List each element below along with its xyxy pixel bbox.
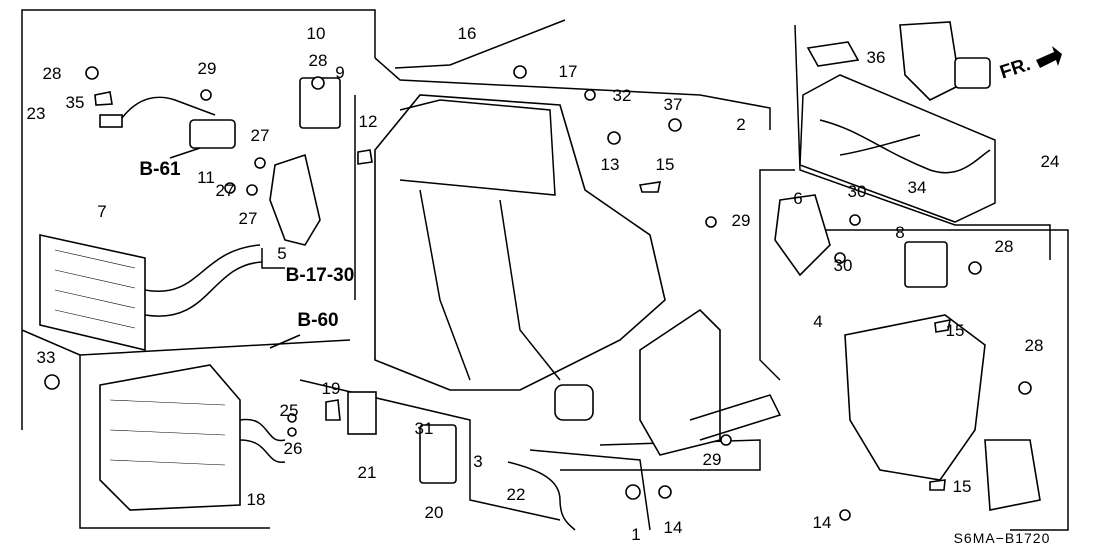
- part-callouts: 16 10 28 29 28 9 17 36 23 35 32 37 12 2 …: [27, 24, 1060, 544]
- callout-35[interactable]: 35: [66, 93, 85, 112]
- part-shapes: [39, 19, 1062, 531]
- diagram-code: S6MA−B1720: [954, 530, 1051, 546]
- callout-36[interactable]: 36: [867, 48, 886, 67]
- callout-30[interactable]: 30: [834, 256, 853, 275]
- callout-10[interactable]: 10: [307, 24, 326, 43]
- callout-21[interactable]: 21: [358, 463, 377, 482]
- callout-37[interactable]: 37: [664, 95, 683, 114]
- callout-27[interactable]: 27: [216, 181, 235, 200]
- callout-15[interactable]: 15: [953, 477, 972, 496]
- callout-29[interactable]: 29: [732, 211, 751, 230]
- ref-b60[interactable]: B-60: [297, 310, 338, 331]
- callout-6[interactable]: 6: [793, 189, 802, 208]
- callout-28[interactable]: 28: [1025, 336, 1044, 355]
- callout-22[interactable]: 22: [507, 485, 526, 504]
- callout-15[interactable]: 15: [656, 155, 675, 174]
- callout-23[interactable]: 23: [27, 104, 46, 123]
- callout-27[interactable]: 27: [251, 126, 270, 145]
- callout-20[interactable]: 20: [425, 503, 444, 522]
- callout-31[interactable]: 31: [415, 419, 434, 438]
- callout-34[interactable]: 34: [908, 178, 927, 197]
- callout-29[interactable]: 29: [198, 59, 217, 78]
- callout-28[interactable]: 28: [995, 237, 1014, 256]
- callout-7[interactable]: 7: [97, 202, 106, 221]
- callout-14[interactable]: 14: [813, 513, 832, 532]
- callout-33[interactable]: 33: [37, 348, 56, 367]
- callout-32[interactable]: 32: [613, 86, 632, 105]
- callout-12[interactable]: 12: [359, 112, 378, 131]
- ref-b17-30[interactable]: B-17-30: [286, 265, 355, 286]
- group-boundaries: [21, 9, 1069, 531]
- callout-27[interactable]: 27: [239, 209, 258, 228]
- callout-4[interactable]: 4: [813, 312, 822, 331]
- callout-11[interactable]: 11: [197, 168, 215, 187]
- callout-17[interactable]: 17: [559, 62, 578, 81]
- ref-b61[interactable]: B-61: [139, 159, 181, 180]
- callout-30[interactable]: 30: [848, 182, 867, 201]
- callout-16[interactable]: 16: [458, 24, 477, 43]
- callout-3[interactable]: 3: [473, 452, 482, 471]
- front-direction-label: FR.: [998, 54, 1034, 83]
- callout-29[interactable]: 29: [703, 450, 722, 469]
- callout-15[interactable]: 15: [946, 321, 965, 340]
- callout-8[interactable]: 8: [895, 223, 904, 242]
- callout-28[interactable]: 28: [309, 51, 328, 70]
- callout-1[interactable]: 1: [631, 525, 640, 544]
- callout-9[interactable]: 9: [335, 63, 344, 82]
- callout-24[interactable]: 24: [1041, 152, 1060, 171]
- callout-2[interactable]: 2: [736, 115, 745, 134]
- callout-5[interactable]: 5: [277, 244, 286, 263]
- callout-25[interactable]: 25: [280, 401, 299, 420]
- reference-arrows: [169, 147, 301, 349]
- callout-13[interactable]: 13: [601, 155, 620, 174]
- callout-28[interactable]: 28: [43, 64, 62, 83]
- callout-18[interactable]: 18: [247, 490, 266, 509]
- callout-14[interactable]: 14: [664, 518, 683, 537]
- callout-26[interactable]: 26: [284, 439, 303, 458]
- callout-19[interactable]: 19: [322, 379, 341, 398]
